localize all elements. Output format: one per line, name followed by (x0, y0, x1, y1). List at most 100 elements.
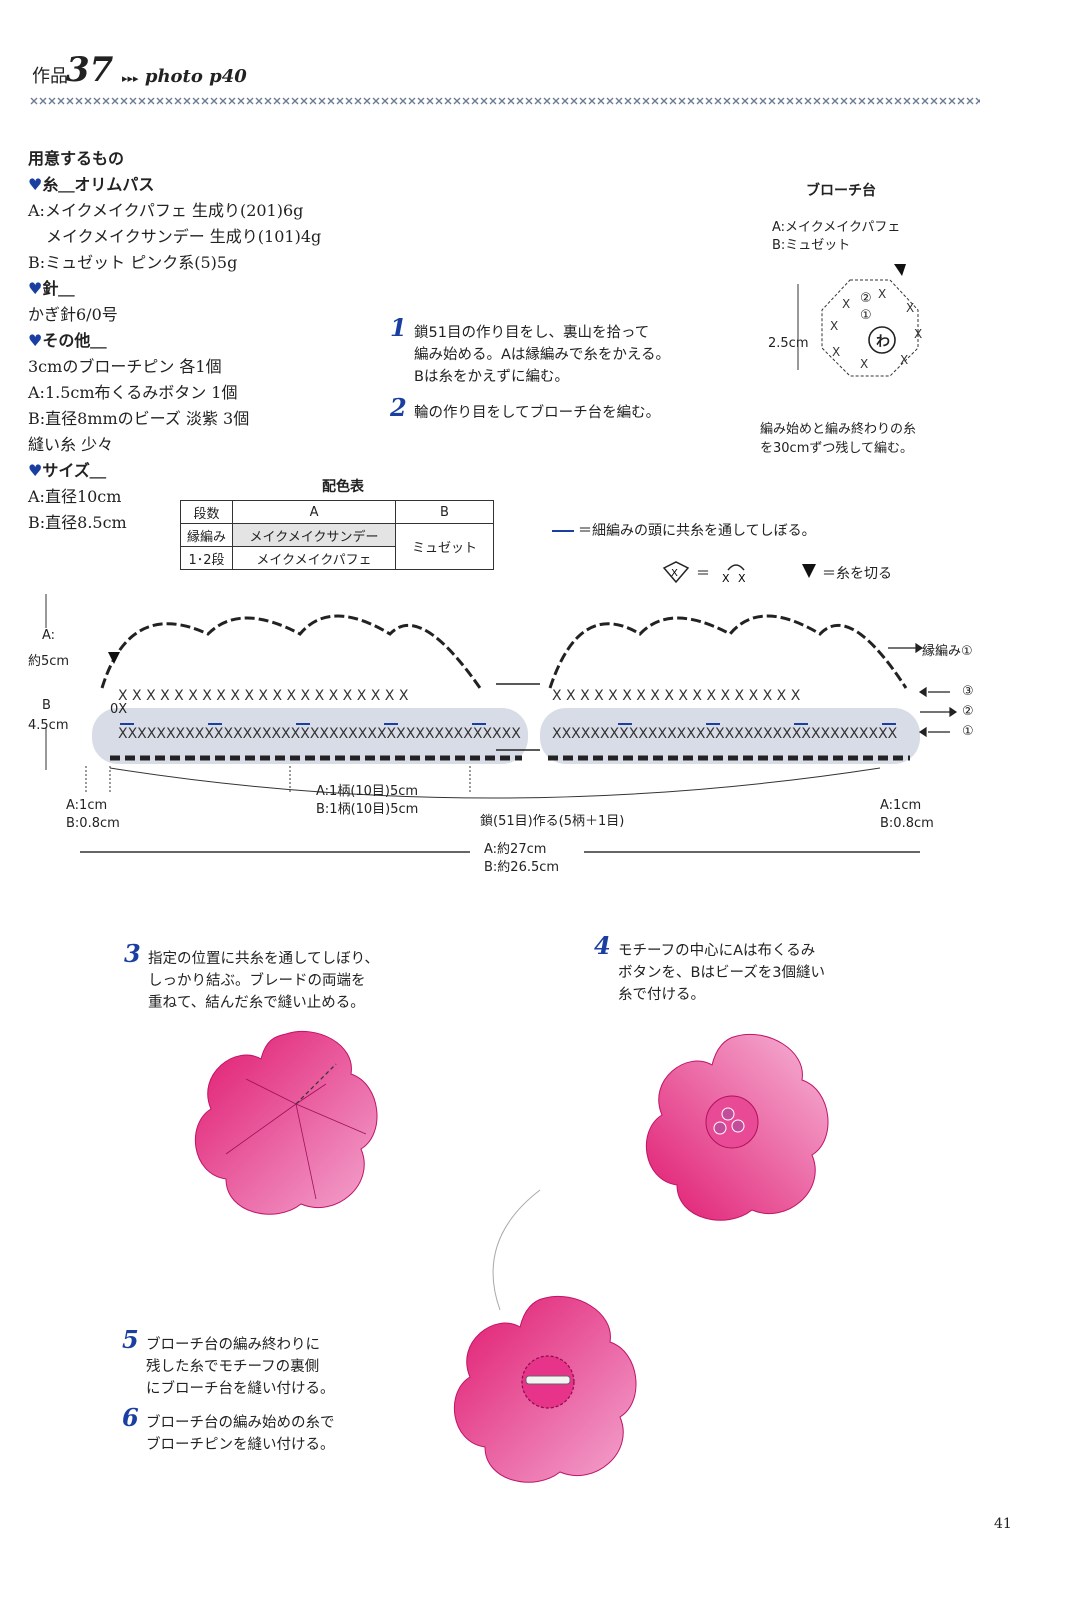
svg-text:X: X (914, 327, 922, 341)
heart-icon: ♥ (28, 461, 43, 480)
yarn-line: B:ミュゼット ピンク系(5)5g (28, 253, 238, 272)
work-number: 37 (66, 50, 114, 90)
height-b-label: B (42, 698, 51, 713)
right-edge-b: B:0.8cm (880, 816, 934, 831)
step-line: 重ねて、結んだ糸で縫い止める。 (148, 995, 365, 1011)
symbol-equals: ＝ (696, 566, 710, 582)
flower-illustration-step3 (195, 1030, 378, 1215)
svg-text:X: X (832, 345, 840, 359)
brooch-yarn-b: B:ミュゼット (772, 238, 851, 253)
svg-text:X X X X X X X X X X X X X X X: X X X X X X X X X X X X X X X X X X X X … (118, 688, 409, 704)
step-number: 2 (390, 393, 407, 422)
step-number: 6 (122, 1403, 139, 1432)
needle-line: かぎ針6/0号 (28, 305, 118, 324)
step-line: にブローチ台を縫い付ける。 (146, 1381, 335, 1397)
table-header: B (395, 500, 495, 524)
photo-ref-text: photo p40 (144, 66, 247, 87)
thread-note: ＝細編みの頭に共糸を通してしぼる。 (578, 523, 816, 539)
brooch-yarn-a: A:メイクメイクパフェ (772, 220, 901, 235)
total-length-b: B:約26.5cm (484, 860, 560, 875)
brooch-base-title: ブローチ台 (806, 183, 876, 199)
round-2-marker: ② (860, 291, 872, 306)
step-line: しっかり結ぶ。ブレードの両端を (148, 973, 366, 989)
heart-icon: ♥ (28, 175, 43, 194)
step-line: ブローチ台の編み始めの糸で (146, 1415, 335, 1431)
color-table: 段数 A B 縁編み メイクメイクサンデー ミュゼット 1･2段 メイクメイクパ… (179, 500, 495, 570)
height-a-value: 約5cm (28, 654, 70, 669)
work-label: 作品 (32, 66, 68, 87)
svg-text:XXXXXXXXXXXXXXXXXXXXXXXXXXXXXX: XXXXXXXXXXXXXXXXXXXXXXXXXXXXXXXXXXXX (552, 726, 898, 742)
heart-icon: ♥ (28, 279, 43, 298)
step-4: 4 モチーフの中心にAは布くるみ ボタンを、Bはビーズを3個縫い 糸で付ける。 (594, 934, 825, 1006)
table-cell: メイクメイクパフェ (232, 546, 397, 570)
heart-icon: ♥ (28, 331, 43, 350)
step-line: 残した糸でモチーフの裏側 (146, 1359, 320, 1375)
table-cell: 1･2段 (179, 546, 234, 570)
table-cell: メイクメイクサンデー (232, 523, 397, 547)
decorative-border (30, 96, 980, 106)
svg-text:XXXXXXXXXXXXXXXXXXXXXXXXXXXXXX: XXXXXXXXXXXXXXXXXXXXXXXXXXXXXXXXXXXXXXXX… (118, 726, 521, 742)
decrease-symbol-icon: X (662, 561, 690, 584)
yarn-line: A:メイクメイクパフェ 生成り(201)6g (28, 201, 304, 220)
step-line: モチーフの中心にAは布くるみ (618, 943, 816, 959)
size-heading: サイズ＿ (42, 461, 106, 480)
step-number: 1 (390, 313, 407, 342)
row-3-label: ③ (962, 684, 974, 699)
start-mark: 0X (110, 702, 128, 717)
other-line: 縫い糸 少々 (28, 435, 114, 454)
svg-text:X X X X X X X X X X X X X X X: X X X X X X X X X X X X X X X X X X (552, 688, 801, 704)
brooch-note-line: 編み始めと編み終わりの糸 (760, 422, 917, 437)
other-line: A:1.5cm布くるみボタン 1個 (28, 383, 238, 402)
step-1: 1 鎖51目の作り目をし、裏山を拾って 編み始める。Aは縁編みで糸をかえる。 B… (390, 316, 670, 388)
edge-row-label: 縁編み① (922, 644, 973, 659)
row-1-label: ① (962, 724, 974, 739)
cut-yarn-icon (894, 264, 906, 276)
total-length-a: A:約27cm (484, 842, 547, 857)
chain-label: 鎖(51目)作る(5柄＋1目) (480, 814, 625, 829)
svg-text:X: X (906, 301, 914, 315)
step-6: 6 ブローチ台の編み始めの糸で ブローチピンを縫い付ける。 (122, 1406, 335, 1456)
svg-text:X: X (878, 287, 886, 301)
step-3: 3 指定の位置に共糸を通してしぼり、 しっかり結ぶ。ブレードの両端を 重ねて、結… (124, 942, 379, 1014)
round-1-marker: ① (860, 308, 872, 323)
step-line: ボタンを、Bはビーズを3個縫い (618, 965, 825, 981)
step-line: 指定の位置に共糸を通してしぼり、 (148, 951, 379, 967)
other-heading: その他＿ (42, 331, 107, 350)
step-number: 5 (122, 1325, 139, 1354)
size-line: A:直径10cm (28, 487, 122, 506)
svg-text:X: X (830, 319, 838, 333)
scallop-top-right (548, 614, 908, 689)
other-line: B:直径8mmのビーズ 淡紫 3個 (28, 409, 250, 428)
svg-text:X: X (900, 353, 908, 367)
table-cell: ミュゼット (395, 523, 495, 570)
step-2: 2 輪の作り目をしてブローチ台を編む。 (390, 396, 660, 424)
table-header: A (232, 500, 397, 524)
svg-text:X: X (842, 297, 850, 311)
page-number: 41 (994, 1516, 1012, 1532)
row-2-label: ② (962, 704, 974, 719)
svg-text:X: X (860, 357, 868, 371)
scallop-top-left (100, 614, 482, 689)
step-line: ブローチピンを縫い付ける。 (146, 1437, 335, 1453)
step-number: 4 (594, 931, 611, 960)
cut-yarn-icon (802, 564, 816, 578)
materials-list: 用意するもの ♥糸＿オリムパス A:メイクメイクパフェ 生成り(201)6g メ… (28, 146, 321, 536)
svg-text:X: X (722, 572, 730, 584)
repeat-a: A:1柄(10目)5cm (316, 784, 419, 799)
step-5: 5 ブローチ台の編み終わりに 残した糸でモチーフの裏側 にブローチ台を縫い付ける… (122, 1328, 335, 1400)
left-edge-a: A:1cm (66, 798, 108, 813)
flower-illustration-step4 (646, 1033, 829, 1221)
other-line: 3cmのブローチピン 各1個 (28, 357, 222, 376)
materials-title: 用意するもの (28, 149, 125, 168)
thread-line-icon (552, 530, 574, 532)
table-header: 段数 (179, 500, 234, 524)
height-a-label: A: (42, 628, 56, 643)
flower-illustration-step5 (454, 1295, 637, 1483)
photo-reference: ▸▸▸ photo p40 (122, 66, 247, 87)
step-line: 鎖51目の作り目をし、裏山を拾って (414, 325, 650, 341)
needle-heading: 針＿ (42, 279, 75, 298)
brooch-note-line: を30cmずつ残して編む。 (760, 441, 913, 456)
step-line: ブローチ台の編み終わりに (146, 1337, 320, 1353)
